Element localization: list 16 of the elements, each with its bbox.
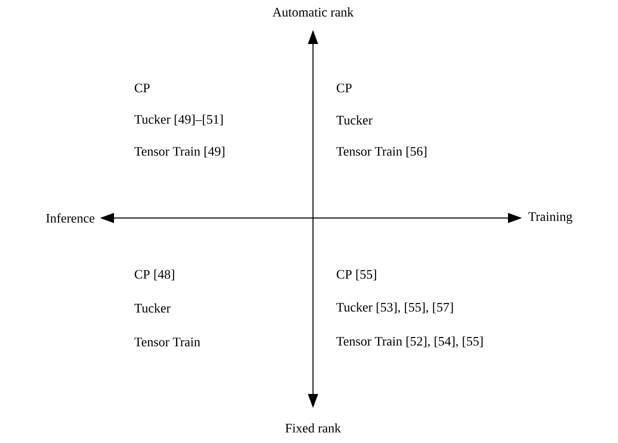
axis-label: Training [528,212,572,224]
quadrant-item: CP [336,84,352,92]
axis-label: Fixed rank [285,423,341,433]
quadrant-item: Tensor Train [52], [54], [55] [336,336,483,348]
quadrant-item: Tensor Train [49] [134,146,224,158]
quadrant-item: Tensor Train [56] [336,146,426,158]
axis-label: Automatic rank [272,7,354,17]
quadrant-item: Tucker [49]–[51] [134,114,223,126]
quadrant-item: Tucker [336,115,372,125]
quadrant-item: Tucker [53], [55], [57] [336,302,453,314]
quadrant-item: CP [48] [134,270,174,280]
quadrant-item: Tucker [134,303,170,313]
quadrant-item: Tensor Train [134,338,200,346]
quadrant-item: CP [55] [336,270,376,280]
axis-label: Inference [46,213,94,223]
quadrant-item: CP [134,84,150,92]
